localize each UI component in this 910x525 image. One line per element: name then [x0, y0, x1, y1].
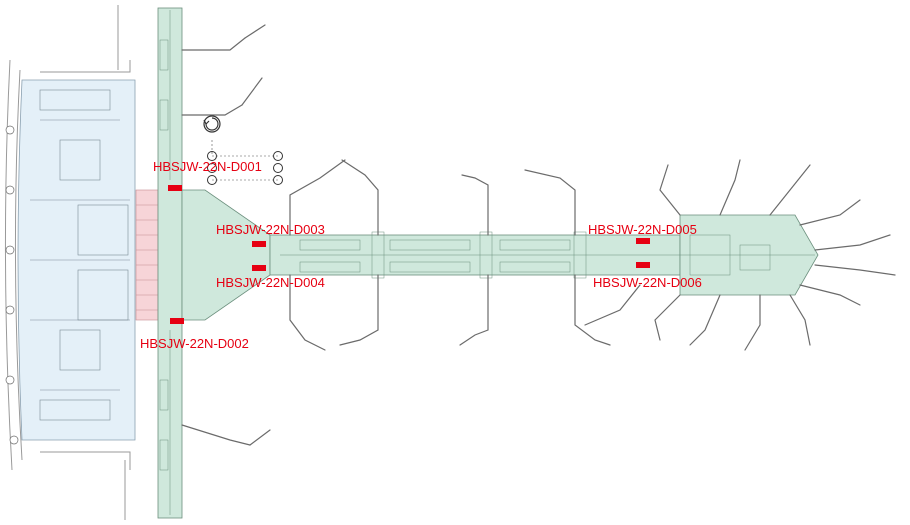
- resize-handle[interactable]: [207, 163, 217, 173]
- security-lanes: [136, 204, 158, 311]
- selection-box: [211, 140, 278, 181]
- rotate-icon[interactable]: [203, 115, 221, 133]
- door-label-d005[interactable]: HBSJW-22N-D005: [588, 222, 697, 237]
- door-label-d003[interactable]: HBSJW-22N-D003: [216, 222, 325, 237]
- pier-detail: [280, 231, 680, 279]
- door-label-d002[interactable]: HBSJW-22N-D002: [140, 336, 249, 351]
- door-marker-d004[interactable]: [252, 265, 266, 271]
- door-label-d004[interactable]: HBSJW-22N-D004: [216, 275, 325, 290]
- concourse-detail: [159, 10, 171, 515]
- door-label-d001[interactable]: HBSJW-22N-D001: [153, 159, 262, 174]
- security-zone: [135, 189, 159, 321]
- door-marker-d005[interactable]: [636, 238, 650, 244]
- pier-junction: [181, 189, 271, 321]
- jet-bridges: [181, 24, 896, 446]
- pier-head-detail: [680, 234, 815, 276]
- resize-handle[interactable]: [273, 163, 283, 173]
- door-marker-d006[interactable]: [636, 262, 650, 268]
- door-marker-d002[interactable]: [170, 318, 184, 324]
- door-marker-d001[interactable]: [168, 185, 182, 191]
- terminal-detail: [30, 89, 130, 421]
- door-label-d006[interactable]: HBSJW-22N-D006: [593, 275, 702, 290]
- terminal-outline: [4, 5, 131, 520]
- door-marker-d003[interactable]: [252, 241, 266, 247]
- terminal-gates: [5, 125, 19, 445]
